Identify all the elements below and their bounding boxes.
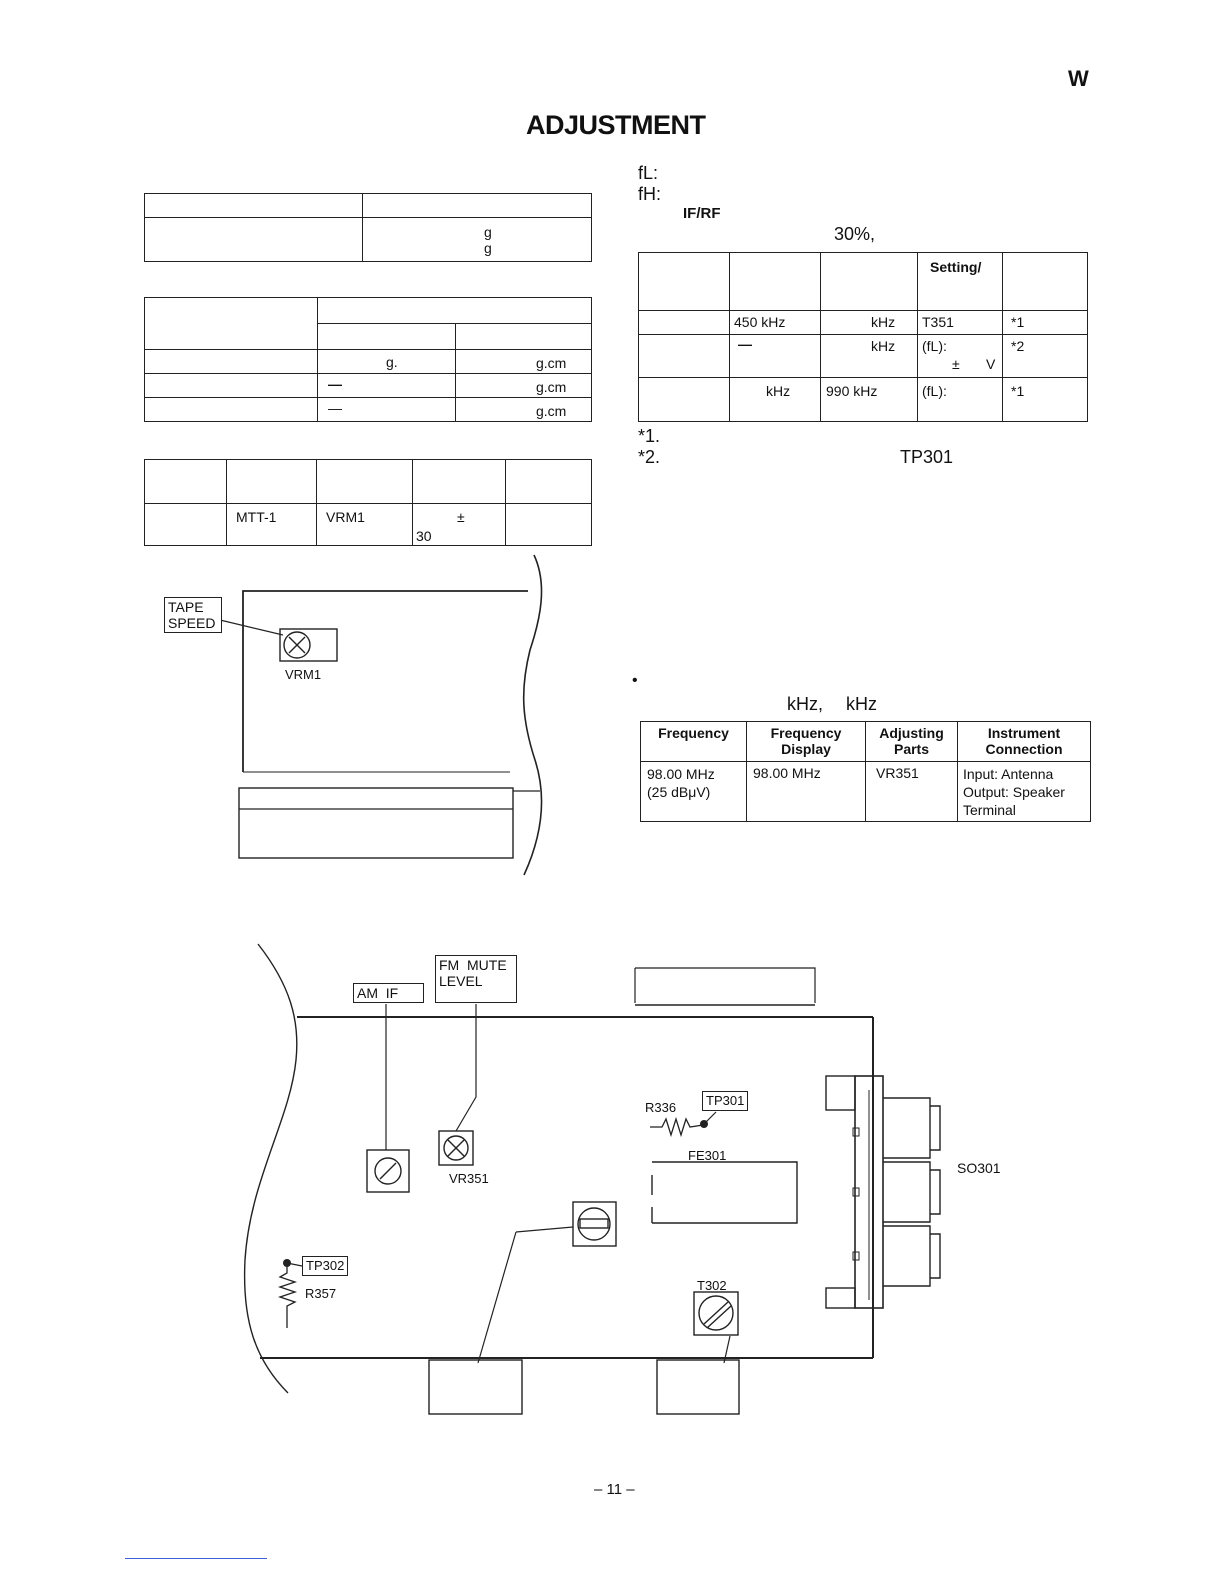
am-r2-part: (fL): — [922, 338, 947, 354]
so301-label: SO301 — [957, 1160, 1001, 1176]
khz-2: kHz — [846, 694, 877, 714]
percent-text: 30%, — [834, 224, 876, 244]
bullet: • — [632, 672, 638, 689]
fm-mute-level-label: FM MUTE LEVEL — [435, 955, 517, 1003]
page-title: ADJUSTMENT — [526, 110, 706, 140]
fm-h4a: Instrument — [987, 725, 1061, 741]
am-setting-header: Setting/ — [930, 259, 982, 275]
am-r3-freq: kHz — [766, 383, 791, 399]
t2-r2-mid: — — [328, 376, 342, 392]
khz-1: kHz, — [787, 694, 823, 714]
note-2-tp301: TP301 — [900, 447, 954, 467]
am-r2-freq: — — [738, 336, 752, 352]
table-2: g. g.cm — g.cm — g.cm — [144, 297, 592, 422]
t1-unit-1: g — [484, 224, 492, 240]
t2-r3-mid: — — [328, 400, 342, 416]
am-r1-disp: kHz — [871, 314, 896, 330]
am-r2-unit: V — [986, 356, 996, 372]
footer-rule — [125, 1558, 267, 1559]
am-r2-disp: kHz — [871, 338, 896, 354]
fm-part: VR351 — [876, 765, 919, 781]
fm-h1: Frequency — [658, 725, 729, 741]
am-r3-disp: 990 kHz — [826, 383, 878, 399]
t2-r3-right: g.cm — [536, 403, 567, 419]
am-r1-note: *1 — [1011, 314, 1025, 330]
t3-pm: ± — [457, 509, 465, 525]
am-r1-freq: 450 kHz — [734, 314, 786, 330]
tp301-label: TP301 — [702, 1091, 749, 1111]
t2-r1-right: g.cm — [536, 355, 567, 371]
am-if-label: AM IF — [353, 983, 424, 1003]
page-number: – 11 – — [594, 1481, 635, 1498]
tape-speed-line2: SPEED — [168, 615, 216, 631]
tp302-label: TP302 — [302, 1256, 349, 1276]
am-r3-part: (fL): — [922, 383, 947, 399]
fm-conn-a: Input: Antenna — [963, 766, 1054, 782]
fm-freq-b: (25 dBμV) — [647, 784, 711, 800]
r336-label: R336 — [645, 1100, 677, 1115]
fm-h3b: Parts — [893, 741, 930, 757]
fh-label: fH: — [638, 184, 662, 204]
am-r2-note: *2 — [1011, 338, 1025, 354]
t3-part: VRM1 — [326, 509, 365, 525]
am-table: Setting/ 450 kHz kHz T351 *1 — kHz (fL):… — [638, 252, 1088, 422]
am-r1-part: T351 — [922, 314, 954, 330]
am-r2-pm: ± — [952, 356, 960, 372]
t302-label: T302 — [697, 1278, 727, 1293]
t2-r2-right: g.cm — [536, 379, 567, 395]
fm-disp: 98.00 MHz — [753, 765, 821, 781]
corner-letter: W — [1068, 66, 1089, 91]
vrm1-label: VRM1 — [285, 667, 322, 682]
t3-value: 30 — [416, 528, 432, 544]
r357-label: R357 — [305, 1286, 337, 1301]
fm-h2b: Display — [781, 741, 831, 757]
fm-h3a: Adjusting — [879, 725, 944, 741]
note-1: *1. — [638, 426, 661, 446]
fm-h4b: Connection — [985, 741, 1063, 757]
fm-mute-line1: FM MUTE — [439, 957, 507, 973]
note-2: *2. — [638, 447, 661, 467]
am-r3-note: *1 — [1011, 383, 1025, 399]
vr351-label: VR351 — [449, 1171, 489, 1186]
fe301-label: FE301 — [688, 1148, 727, 1163]
fm-h2a: Frequency — [770, 725, 842, 741]
table-3: MTT-1 VRM1 ± 30 — [144, 459, 592, 546]
fm-freq-a: 98.00 MHz — [647, 766, 715, 782]
fm-conn-b: Output: Speaker — [963, 784, 1065, 800]
t3-tape: MTT-1 — [236, 509, 277, 525]
fl-label: fL: — [638, 163, 659, 183]
fm-mute-line2: LEVEL — [439, 973, 483, 989]
t2-r1-mid: g. — [386, 354, 398, 370]
fm-conn-c: Terminal — [963, 802, 1016, 818]
ifrf-label: IF/RF — [683, 205, 721, 222]
tape-speed-line1: TAPE — [168, 599, 204, 615]
t1-unit-2: g — [484, 240, 492, 256]
table-1: g g — [144, 193, 592, 262]
tape-speed-label: TAPE SPEED — [164, 597, 222, 633]
